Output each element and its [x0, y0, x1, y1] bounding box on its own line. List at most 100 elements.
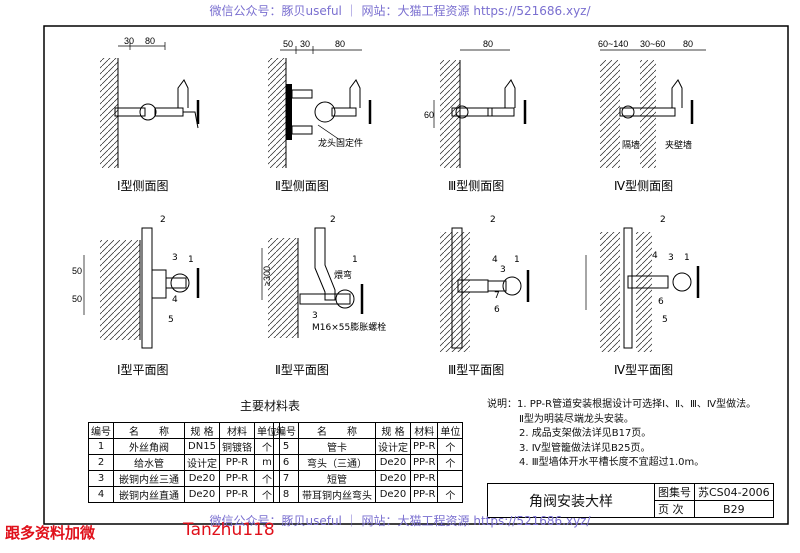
- annotation-anchor-bolt: M16×55膨胀螺栓: [312, 321, 386, 333]
- callout: 4: [492, 255, 498, 265]
- table-cell: 个: [437, 438, 464, 455]
- table-cell: 设计定: [184, 454, 220, 471]
- note-item: 3. Ⅳ型管籠做法详见B25页。: [519, 442, 651, 454]
- callout: 2: [490, 215, 496, 225]
- table-cell: 8: [273, 486, 299, 503]
- callout: 2: [660, 215, 666, 225]
- callout: 6: [658, 297, 664, 307]
- note-item: 1. PP-R管道安装根据设计可选择Ⅰ、Ⅱ、Ⅲ、Ⅳ型做法。: [517, 399, 757, 410]
- column-header: 材料: [409, 422, 439, 439]
- table-cell: De20: [375, 470, 411, 487]
- atlas-number: 苏CS04-2006: [694, 483, 774, 501]
- caption-plan-type1: Ⅰ型平面图: [117, 363, 169, 377]
- dim-label: 50: [283, 39, 293, 49]
- callout: 3: [312, 311, 318, 321]
- page-number-label: 页 次: [654, 500, 695, 518]
- callout: 2: [330, 215, 336, 225]
- table-cell: 外丝角阀: [113, 438, 185, 455]
- caption-elevation-type2: Ⅱ型侧面图: [275, 179, 329, 193]
- table-cell: 短管: [298, 470, 376, 487]
- table-cell: De20: [184, 470, 220, 487]
- table-row: 3 嵌铜内丝三通 De20 PP-R 个: [88, 470, 280, 487]
- dim-label: 30: [124, 36, 134, 46]
- caption-plan-type3: Ⅲ型平面图: [448, 363, 504, 377]
- materials-table-left: 编号 名 称 规 格 材料 单位 1 外丝角阀 DN15 铜镀铬 个 2 给水管…: [88, 422, 280, 503]
- dim-label: 60~140: [598, 39, 628, 49]
- caption-elevation-type4: Ⅳ型侧面图: [614, 179, 673, 193]
- table-cell: 嵌铜内丝三通: [113, 470, 185, 487]
- table-row: 7 短管 De20 PP-R: [273, 470, 464, 487]
- materials-table-title: 主要材料表: [240, 399, 301, 413]
- plan-type3: 2 4 3 1 7 6 Ⅲ型平面图: [440, 215, 530, 377]
- note-item: Ⅱ型为明装尽端龙头安装。: [519, 413, 634, 425]
- table-cell: 6: [273, 454, 299, 471]
- table-cell: 3: [88, 470, 114, 487]
- dim-label: ≥300: [262, 266, 272, 286]
- table-cell: PP-R: [219, 470, 255, 487]
- table-cell: PP-R: [409, 470, 439, 487]
- table-row: 1 外丝角阀 DN15 铜镀铬 个: [88, 438, 280, 455]
- column-header: 名 称: [298, 422, 376, 439]
- column-header: 规 格: [375, 422, 411, 439]
- dim-label: 30: [300, 39, 310, 49]
- callout: 1: [514, 255, 520, 265]
- callout: 1: [188, 255, 194, 265]
- drawing-frame: [43, 25, 789, 525]
- table-row: 4 嵌铜内丝直通 De20 PP-R 个: [88, 486, 280, 503]
- table-cell: De20: [375, 454, 411, 471]
- plan-type2: ≥300 2 1 3 煨弯 M16×55膨胀螺栓 Ⅱ型平面图: [261, 215, 386, 377]
- promo-text-right: Tanzhu118: [183, 520, 275, 540]
- callout: 1: [684, 253, 690, 263]
- callout: 5: [168, 315, 174, 325]
- column-header: 规 格: [184, 422, 220, 439]
- callout: 5: [662, 315, 668, 325]
- plan-type1: 50 50 2 3 1 4 5 Ⅰ型平面图: [72, 215, 200, 377]
- dim-label: 80: [683, 39, 693, 49]
- callout: 2: [160, 215, 166, 225]
- table-cell: PP-R: [409, 438, 439, 455]
- column-header: 编号: [273, 422, 299, 439]
- table-cell: De20: [184, 486, 220, 503]
- table-cell: 个: [437, 486, 464, 503]
- table-cell: PP-R: [219, 486, 255, 503]
- callout: 4: [652, 251, 658, 261]
- dim-label: 60: [424, 110, 434, 120]
- table-cell: 7: [273, 470, 299, 487]
- table-cell: 铜镀铬: [219, 438, 255, 455]
- callout: 1: [352, 255, 358, 265]
- elevation-type4: 60~140 30~60 80 隔墙 夹壁墙 Ⅳ型侧面图: [598, 39, 706, 193]
- table-cell: DN15: [184, 438, 220, 455]
- dim-label: 50: [72, 266, 82, 276]
- table-cell: 2: [88, 454, 114, 471]
- dim-label: 80: [145, 36, 155, 46]
- title-block: 角阀安装大样 图集号 苏CS04-2006 页 次 B29: [487, 483, 774, 518]
- table-row: 5 管卡 设计定 PP-R 个: [273, 438, 464, 455]
- annotation-cavity-wall: 夹壁墙: [665, 139, 692, 151]
- dim-label: 50: [72, 294, 82, 304]
- promo-text-left: 跟多资料加微: [5, 524, 96, 542]
- dim-label: 80: [335, 39, 345, 49]
- table-cell: 5: [273, 438, 299, 455]
- column-header: 单位: [437, 422, 464, 439]
- table-header-row: 编号 名 称 规 格 材料 单位: [88, 422, 280, 439]
- table-cell: 带耳铜内丝弯头: [298, 486, 376, 503]
- table-row: 2 给水管 设计定 PP-R m: [88, 454, 280, 471]
- column-header: 编号: [88, 422, 114, 439]
- table-cell: PP-R: [219, 454, 255, 471]
- plan-type4: 2 4 3 1 6 5 Ⅳ型平面图: [585, 215, 700, 377]
- notes-block: 说明：1. PP-R管道安装根据设计可选择Ⅰ、Ⅱ、Ⅲ、Ⅳ型做法。 Ⅱ型为明装尽端…: [487, 398, 756, 471]
- column-header: 名 称: [113, 422, 185, 439]
- table-row: 6 弯头（三通） De20 PP-R 个: [273, 454, 464, 471]
- materials-table-right: 编号 名 称 规 格 材料 单位 5 管卡 设计定 PP-R 个 6 弯头（三通…: [273, 422, 464, 503]
- note-item: 2. 成品支架做法详见B17页。: [519, 428, 652, 439]
- notes-label: 说明：: [487, 399, 517, 410]
- elevation-type1: 30 80 Ⅰ型侧面图: [100, 36, 200, 193]
- dim-label: 30~60: [640, 39, 665, 49]
- atlas-number-label: 图集号: [654, 483, 695, 501]
- table-header-row: 编号 名 称 规 格 材料 单位: [273, 422, 464, 439]
- note-item: 4. Ⅲ型墙体开水平槽长度不宜超过1.0m。: [519, 457, 705, 468]
- callout: 3: [500, 265, 506, 275]
- table-cell: 给水管: [113, 454, 185, 471]
- table-cell: De20: [375, 486, 411, 503]
- caption-plan-type4: Ⅳ型平面图: [614, 363, 673, 377]
